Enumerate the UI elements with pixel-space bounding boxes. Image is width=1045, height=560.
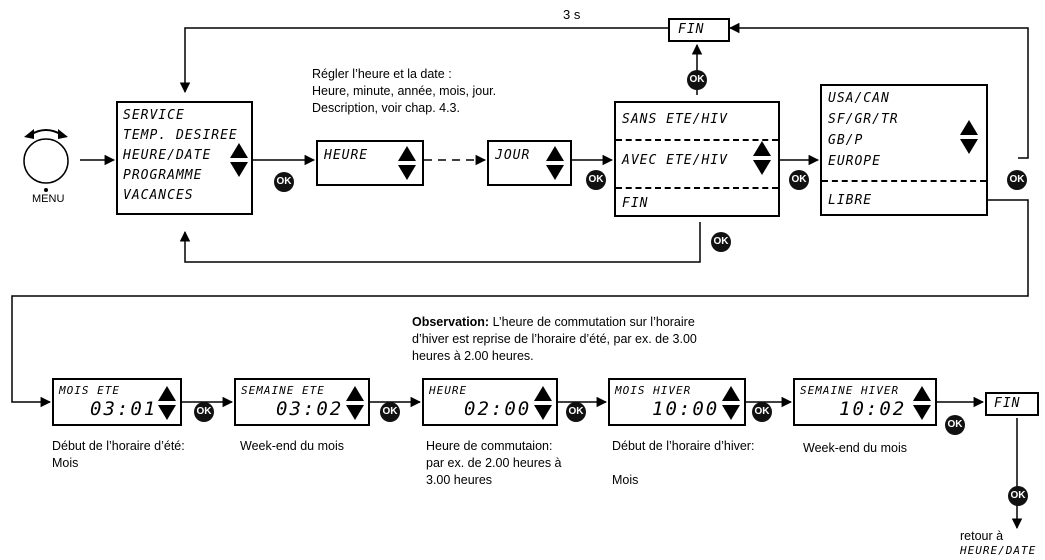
divider	[822, 180, 986, 182]
region-item: SF/GR/TR	[828, 112, 899, 127]
caption-line: Mois	[52, 456, 79, 470]
screen-value: 10:00	[652, 398, 720, 420]
caption-line: par ex. de 2.00 heures à	[426, 456, 562, 470]
screen-value: 03:02	[276, 398, 344, 420]
caption-line: 3.00 heures	[426, 473, 493, 487]
up-down-arrows-icon	[346, 386, 364, 420]
ok-button[interactable]: OK	[586, 170, 606, 190]
ok-button[interactable]: OK	[1008, 486, 1028, 506]
set-time-note-line: Régler l’heure et la date :	[312, 67, 452, 81]
up-down-arrows-icon	[230, 143, 248, 177]
up-down-arrows-icon	[722, 386, 740, 420]
ok-button[interactable]: OK	[945, 415, 965, 435]
region-item: GB/P	[828, 133, 864, 148]
screen-title: SEMAINE ETE	[241, 384, 325, 397]
jour-text: JOUR	[495, 148, 531, 163]
ok-button[interactable]: OK	[194, 402, 214, 422]
up-down-arrows-icon	[753, 141, 771, 175]
up-down-arrows-icon	[913, 386, 931, 420]
region-item: EUROPE	[828, 154, 881, 169]
caption-line: Mois	[612, 473, 639, 487]
return-note-line: retour à	[960, 529, 1004, 543]
ok-button[interactable]: OK	[752, 402, 772, 422]
heure-text: HEURE	[324, 148, 369, 163]
up-down-arrows-icon	[534, 386, 552, 420]
ok-button[interactable]: OK	[380, 402, 400, 422]
observation-line: d’hiver est reprise de l’horaire d’été, …	[412, 332, 697, 346]
menu-knob-icon[interactable]	[14, 123, 84, 203]
loop-delay-label: 3 s	[563, 7, 581, 22]
fin-text: FIN	[994, 396, 1021, 411]
service-item: PROGRAMME	[123, 168, 203, 183]
observation-line: heures à 2.00 heures.	[412, 349, 534, 363]
screen-title: SEMAINE HIVER	[800, 384, 900, 397]
observation-title: Observation:	[412, 315, 490, 329]
jour-screen: JOUR	[487, 140, 572, 186]
ok-button[interactable]: OK	[789, 170, 809, 190]
screen-title: MOIS HIVER	[615, 384, 692, 397]
semaine-ete-screen: SEMAINE ETE 03:02	[234, 378, 370, 426]
service-menu-screen: SERVICE TEMP. DESIREE HEURE/DATE PROGRAM…	[116, 101, 253, 215]
fin-display-bottom: FIN	[985, 392, 1039, 416]
screen-title: HEURE	[429, 384, 468, 397]
dst-mode-screen: SANS ETE/HIV AVEC ETE/HIV FIN	[614, 101, 780, 217]
caption-line: Début de l’horaire d’hiver:	[612, 439, 755, 453]
heure-commutation-screen: HEURE 02:00	[422, 378, 558, 426]
caption-line: Début de l’horaire d’été:	[52, 439, 185, 453]
divider	[616, 187, 778, 189]
set-time-note-line: Description, voir chap. 4.3.	[312, 101, 460, 115]
caption-line: Week-end du mois	[240, 439, 344, 453]
heure-screen: HEURE	[316, 140, 424, 186]
semaine-hiver-screen: SEMAINE HIVER 10:02	[793, 378, 937, 426]
up-down-arrows-icon	[158, 386, 176, 420]
region-item: LIBRE	[828, 193, 873, 208]
menu-label: MENU	[32, 193, 65, 205]
caption-line: Heure de commutaion:	[426, 439, 553, 453]
ok-button[interactable]: OK	[566, 402, 586, 422]
caption-line: Week-end du mois	[803, 441, 907, 455]
service-item: HEURE/DATE	[123, 148, 212, 163]
observation-text: L’heure de commutation sur l’horaire	[489, 315, 695, 329]
service-item: SERVICE	[123, 108, 185, 123]
screen-value: 03:01	[90, 398, 158, 420]
ok-button[interactable]: OK	[711, 232, 731, 252]
set-time-note-line: Heure, minute, année, mois, jour.	[312, 84, 497, 98]
observation-line: Observation: L’heure de commutation sur …	[412, 314, 695, 331]
return-note-target: HEURE/DATE	[960, 544, 1037, 557]
ok-button[interactable]: OK	[1007, 170, 1027, 190]
up-down-arrows-icon	[960, 120, 978, 154]
dst-option: FIN	[622, 196, 649, 211]
mois-hiver-screen: MOIS HIVER 10:00	[608, 378, 746, 426]
ok-button[interactable]: OK	[274, 172, 294, 192]
mois-ete-screen: MOIS ETE 03:01	[52, 378, 182, 426]
fin-text: FIN	[678, 22, 705, 37]
dst-option: SANS ETE/HIV	[622, 112, 728, 127]
dst-option: AVEC ETE/HIV	[622, 153, 728, 168]
screen-title: MOIS ETE	[59, 384, 120, 397]
divider	[616, 139, 778, 141]
ok-button[interactable]: OK	[687, 70, 707, 90]
up-down-arrows-icon	[546, 146, 564, 180]
service-item: VACANCES	[123, 188, 194, 203]
region-item: USA/CAN	[828, 91, 890, 106]
up-down-arrows-icon	[398, 146, 416, 180]
screen-value: 02:00	[464, 398, 532, 420]
screen-value: 10:02	[839, 398, 907, 420]
service-item: TEMP. DESIREE	[123, 128, 238, 143]
region-screen: USA/CAN SF/GR/TR GB/P EUROPE LIBRE	[820, 84, 988, 216]
fin-display-top: FIN	[668, 18, 730, 42]
